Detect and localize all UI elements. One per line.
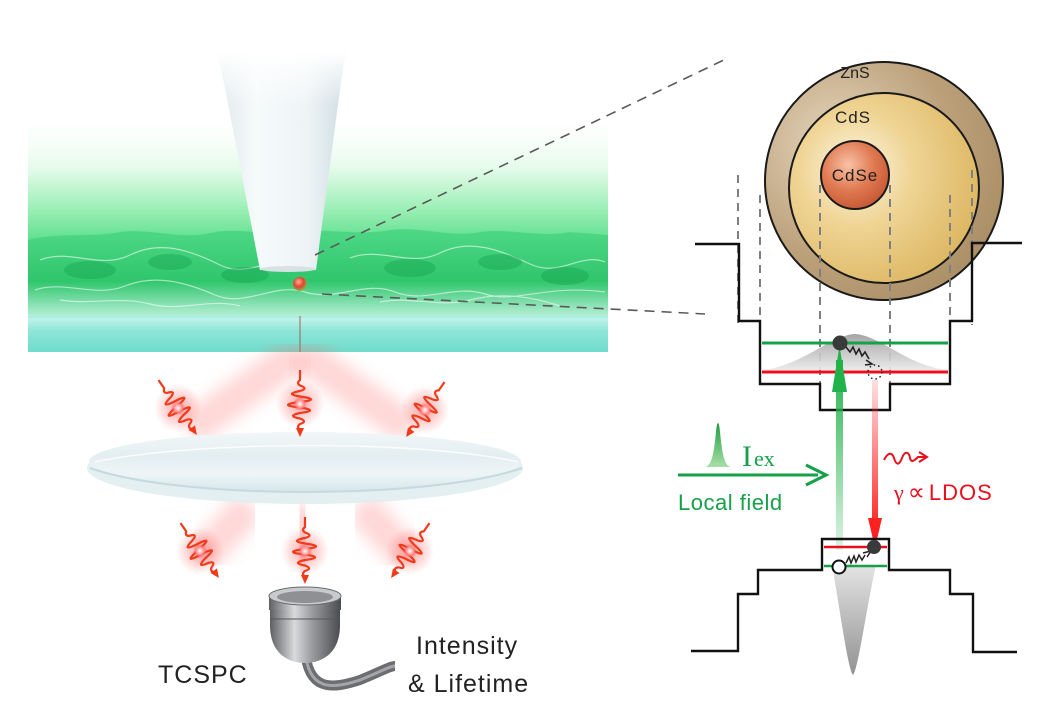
emission-arrow-shaft bbox=[872, 380, 878, 530]
tcspc-detector bbox=[268, 586, 396, 691]
excitation-pulse-icon bbox=[705, 423, 731, 467]
emission-photon-icon bbox=[883, 451, 926, 465]
relaxed-state-dotted bbox=[867, 364, 883, 380]
tcspc-label: TCSPC bbox=[158, 661, 248, 689]
photon-wave-packet bbox=[281, 517, 329, 584]
local-field-label: Local field bbox=[678, 490, 783, 515]
objective-lens bbox=[87, 432, 523, 504]
photon-wave-packet bbox=[401, 381, 449, 438]
photon-wave-packet bbox=[386, 522, 434, 579]
excitation-arrow-shaft bbox=[836, 360, 843, 550]
photon-wave-packet bbox=[176, 522, 224, 579]
electron bbox=[832, 335, 848, 351]
hole bbox=[831, 559, 847, 575]
hole-wavefunction bbox=[832, 565, 876, 675]
relaxation-squiggle bbox=[845, 345, 870, 360]
valence-band bbox=[691, 537, 1017, 654]
excitation-arrowhead bbox=[832, 346, 847, 392]
photon-wave-packet bbox=[154, 379, 202, 436]
excitation-subscript: ex bbox=[754, 446, 775, 471]
quantum-dot bbox=[293, 277, 307, 291]
emission-beam bbox=[180, 338, 310, 444]
core-shell-quantum-dot: ZnS CdS CdSe bbox=[764, 61, 1004, 301]
hole-relaxed bbox=[867, 540, 881, 554]
hole-relaxation-squiggle bbox=[845, 553, 866, 566]
emission-arrowhead bbox=[868, 518, 882, 548]
zoom-guide-lines bbox=[314, 57, 729, 315]
film-shadows bbox=[64, 254, 589, 285]
emissive-film bbox=[28, 229, 608, 316]
lifetime-label: & Lifetime bbox=[408, 670, 529, 698]
excitation-intensity-symbol: Iex bbox=[742, 440, 775, 473]
decay-rate-label: γ∝LDOS bbox=[893, 480, 993, 506]
conduction-band bbox=[695, 241, 1022, 412]
photon-wave-packet bbox=[276, 370, 324, 437]
sample-scene bbox=[28, 52, 608, 352]
cdse-core bbox=[820, 140, 890, 210]
emission-beam bbox=[290, 338, 420, 444]
cds-label: CdS bbox=[835, 108, 871, 127]
cdse-label: CdSe bbox=[832, 166, 879, 185]
emission-pulses bbox=[154, 370, 449, 584]
zns-label: ZnS bbox=[840, 65, 869, 82]
intensity-label: Intensity bbox=[416, 632, 518, 660]
